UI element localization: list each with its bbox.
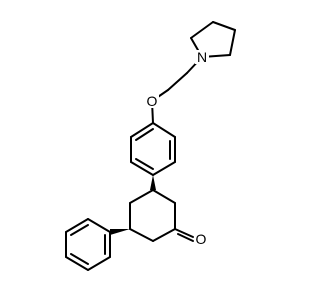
phenylene-double-bond-c	[135, 128, 154, 141]
phenylene-double-bond-b	[135, 158, 154, 170]
atom-label-ketone-oxygen: O	[196, 231, 207, 247]
bond-ch2-ch2	[167, 72, 188, 91]
atom-label-ketone-oxygen-group: O	[194, 231, 208, 247]
atom-label-ether-oxygen-group: O	[145, 93, 159, 109]
phenyl-bond-4	[65, 256, 89, 271]
phenylene-bond-3	[152, 161, 176, 176]
cyclohexanone-bond-c6-c5	[129, 228, 154, 242]
pyrrolidine-bond-c3-c4	[212, 21, 236, 31]
pyrrolidine-bond-c4-c5	[229, 29, 236, 56]
cyclohexanone-bond-c3-c2	[152, 189, 176, 204]
phenylene-bond-4	[130, 161, 154, 176]
phenyl-bond-2	[65, 218, 89, 233]
phenyl-bond-1	[87, 218, 111, 233]
phenylene-bond-1	[152, 122, 176, 138]
carbonyl-double-bond	[177, 233, 194, 242]
cyclohexanone-ring	[129, 189, 194, 242]
atom-label-nitrogen: N	[197, 49, 207, 65]
phenylene-ring	[130, 100, 176, 176]
atom-label-nitrogen-group: N	[195, 49, 209, 65]
wedge-bond-aryl	[150, 175, 156, 190]
phenyl-double-bond-b	[70, 253, 89, 265]
carbonyl-bond	[174, 228, 194, 238]
atom-label-ether-oxygen: O	[147, 93, 158, 109]
wedge-bond-phenyl	[110, 229, 130, 235]
ethylene-linker	[151, 56, 203, 102]
phenyl-bond-5	[87, 256, 111, 271]
phenylene-bond-6	[130, 122, 154, 138]
phenyl-ring	[65, 218, 111, 271]
pyrrolidine-bond-c2-c3	[190, 21, 214, 39]
pyrrolidine-ring	[190, 21, 236, 58]
cyclohexanone-bond-c4-c3	[129, 189, 154, 204]
cyclohexanone-bond-c1-c6	[152, 228, 176, 242]
molecule-structure: N O O	[65, 21, 236, 271]
phenyl-double-bond-a	[70, 224, 89, 236]
